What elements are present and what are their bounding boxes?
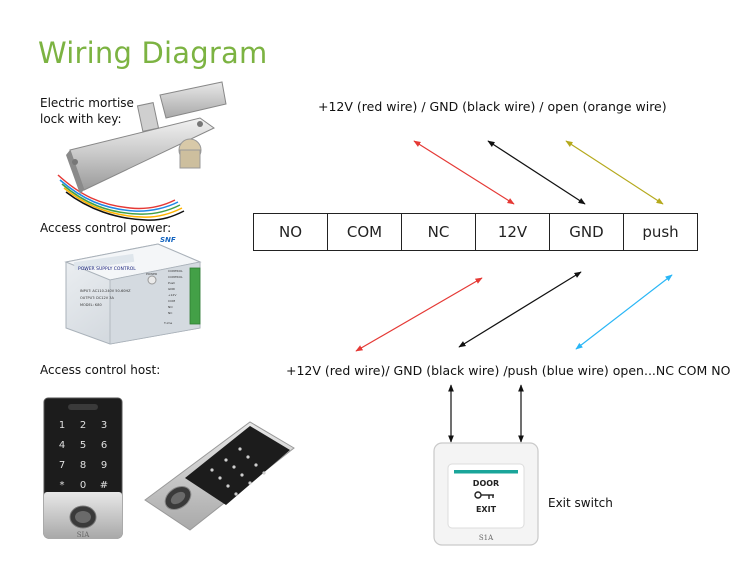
top-orange-wire-arrow xyxy=(565,140,664,205)
psu-term-label: CONTROL xyxy=(168,269,183,273)
terminal-push: push xyxy=(642,223,679,241)
terminal-strip xyxy=(189,267,201,325)
lock-label: Electric mortise lock with key: xyxy=(40,96,134,126)
psu-term-label: Push xyxy=(168,281,175,285)
page-title: Wiring Diagram xyxy=(38,36,268,70)
psu-brand: SNF xyxy=(160,236,176,244)
bottom-wire-caption: +12V (red wire)/ GND (black wire) /push … xyxy=(286,363,731,378)
exit-button-door-text: DOOR xyxy=(473,479,499,488)
keypad-key: * xyxy=(60,480,65,491)
power-supply-image xyxy=(64,243,202,345)
psu-panel-title: POWER SUPPLY CONTROL xyxy=(78,266,136,272)
exit-button-exit-text: EXIT xyxy=(476,505,497,514)
bottom-black-wire-arrow xyxy=(458,271,582,348)
psu-term-label: NC xyxy=(168,311,172,315)
keypad-key: 6 xyxy=(101,440,107,451)
top-wire-caption: +12V (red wire) / GND (black wire) / ope… xyxy=(318,99,667,114)
psu-spec-output: OUTPUT: DC12V 3A xyxy=(80,296,114,300)
keypad-key: 2 xyxy=(80,420,86,431)
keypad-brand: SIA xyxy=(77,531,91,539)
psu-time-label: T-ime xyxy=(163,321,172,325)
top-black-wire-arrow xyxy=(487,140,586,205)
exit-button-brand: S1A xyxy=(479,534,494,542)
exit-button-image xyxy=(433,442,539,546)
keypad-key: 8 xyxy=(80,460,86,471)
terminal-nc: NC xyxy=(402,214,476,250)
exit-switch-label: Exit switch xyxy=(548,496,613,510)
mortise-lock-image xyxy=(57,81,227,221)
host-label: Access control host: xyxy=(40,363,161,377)
bottom-blue-wire-arrow xyxy=(575,274,673,350)
terminal-12v: 12V xyxy=(476,214,550,250)
keypad-key: 1 xyxy=(59,420,65,431)
psu-term-label: +12V xyxy=(168,293,177,297)
keypad-key: 9 xyxy=(101,460,107,471)
keypad-key: 7 xyxy=(59,460,65,471)
top-red-wire-arrow xyxy=(413,140,515,205)
psu-term-label: CONTROL xyxy=(168,275,183,279)
keypad-key: 5 xyxy=(80,440,86,451)
keypad-key: 3 xyxy=(101,420,107,431)
bottom-red-wire-arrow xyxy=(355,277,483,352)
keypad-key: 4 xyxy=(59,440,65,451)
terminal-gnd: GND xyxy=(550,214,624,250)
psu-spec-input: INPUT: AC110-240V 50-60HZ xyxy=(80,289,131,293)
terminal-com: COM xyxy=(328,214,402,250)
psu-spec-model: MODEL: K80 xyxy=(80,303,102,307)
keypad-key: # xyxy=(100,480,108,491)
terminal-block: NO COM NC 12V GND push xyxy=(253,213,698,251)
psu-term-label: COM xyxy=(168,299,175,303)
terminal-no: NO xyxy=(254,214,328,250)
keypad-key: 0 xyxy=(80,480,86,491)
psu-term-label: GND xyxy=(168,287,176,291)
psu-power-label: POWER xyxy=(146,272,157,276)
keypad-front-image xyxy=(43,397,123,539)
keypad-angled-image xyxy=(144,421,295,531)
power-label: Access control power: xyxy=(40,221,172,235)
psu-term-label: NO xyxy=(168,305,173,309)
